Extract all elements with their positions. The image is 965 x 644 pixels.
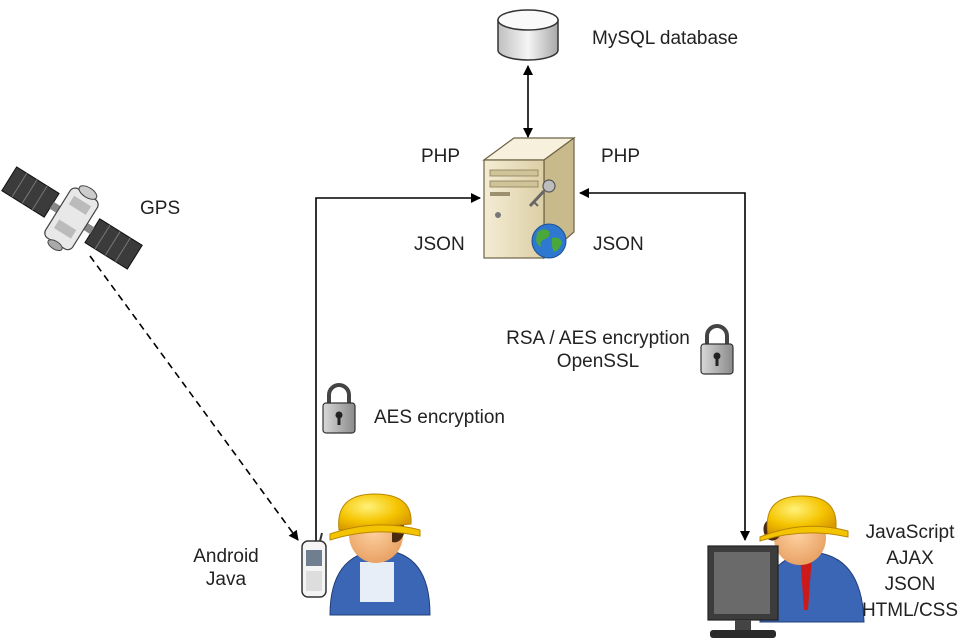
android-line-1: Android <box>193 546 259 567</box>
web-line-2: AJAX <box>886 548 934 569</box>
android-line-2: Java <box>205 569 247 590</box>
php-right-label: PHP <box>601 146 641 167</box>
globe-icon <box>531 223 567 259</box>
gps-signal-link <box>89 255 299 541</box>
database-label: MySQL database <box>592 28 739 49</box>
web-line-1: JavaScript <box>865 522 955 543</box>
aes-encryption-label: AES encryption <box>374 407 505 428</box>
web-line-3: JSON <box>884 574 936 595</box>
padlock-icon-aes <box>322 383 356 434</box>
key-icon <box>528 179 556 208</box>
rsa-line-1: RSA / AES encryption <box>506 328 690 349</box>
padlock-icon-rsa <box>700 324 734 375</box>
connectors <box>89 65 750 543</box>
web-stack-label: JavaScript AJAX JSON HTML/CSS <box>858 520 962 624</box>
json-right-label: JSON <box>593 234 644 255</box>
phone-icon <box>301 532 327 598</box>
web-server-link <box>579 188 750 541</box>
server-icon <box>482 136 576 260</box>
json-left-label: JSON <box>414 234 465 255</box>
worker-at-computer-icon <box>707 495 865 638</box>
php-left-label: PHP <box>421 146 461 167</box>
worker-with-phone-icon <box>301 493 431 616</box>
database-icon <box>497 9 559 61</box>
satellite-icon <box>1 166 143 270</box>
web-line-4: HTML/CSS <box>861 600 959 621</box>
gps-label: GPS <box>140 198 181 219</box>
android-label: Android Java <box>186 545 266 591</box>
rsa-line-2: OpenSSL <box>556 351 640 372</box>
rsa-encryption-label: RSA / AES encryption OpenSSL <box>498 327 698 373</box>
android-server-link <box>315 193 481 543</box>
